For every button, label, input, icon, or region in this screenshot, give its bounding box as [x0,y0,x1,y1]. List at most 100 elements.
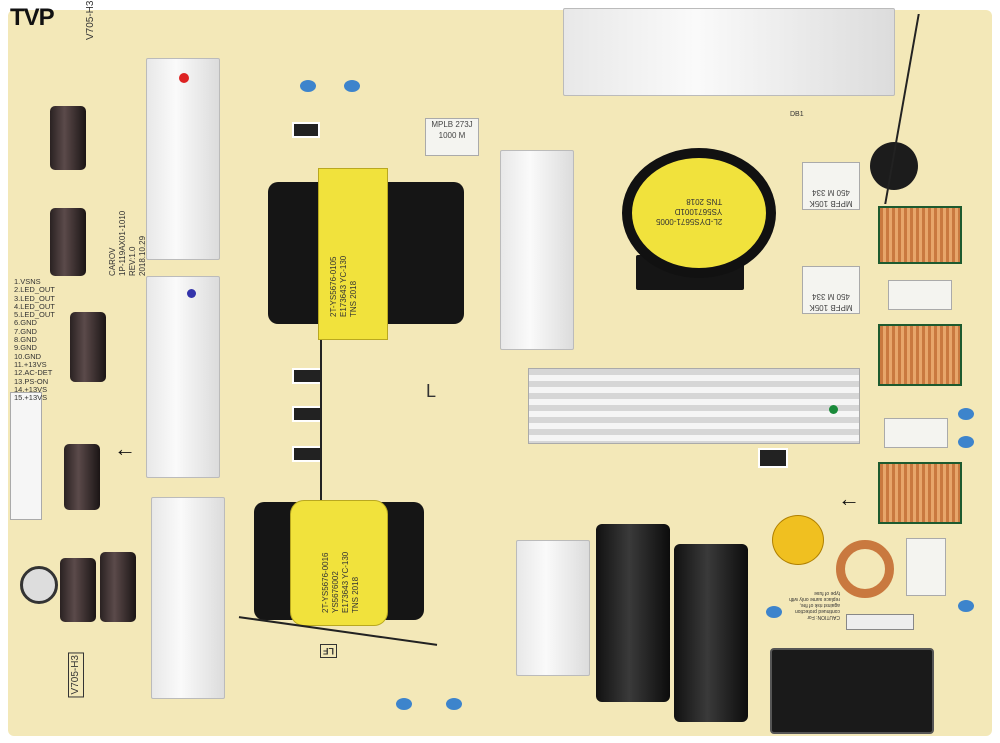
label-line: 2T-YS5676-0016 [321,552,330,614]
electrolytic-capacitor [50,106,86,170]
pin-label: 6.GND [14,318,37,328]
label-line: MPFB 105K [809,199,853,208]
label-line: E173643 YC-130 [339,255,348,317]
ic-chip [758,448,788,468]
blue-dot [187,289,196,298]
pin-label: 15.+13VS [14,393,48,403]
pin-label: 4.LED_OUT [14,301,55,311]
pin-label: 3.LED_OUT [14,293,55,303]
pin-label: 5.LED_OUT [14,310,55,320]
electrolytic-capacitor [64,444,100,510]
heatsink-left-1 [146,58,220,260]
board-model-bottom: V705-H3 [68,652,84,698]
label-line: MPLB 273J [431,120,473,129]
label-line: 450 M 334 [812,188,850,197]
label-line: YS5671001D [674,207,723,216]
label-line: MPFB 105K [809,303,853,312]
y-capacitor [300,80,316,92]
y-capacitor [396,698,412,710]
part-info: CAROV 1P-119AX01-1010 REV:1.0 2018.10.29 [108,211,148,276]
label-line: 2L-DYS5671-0005 [656,217,723,226]
lower-transformer-label: 2T-YS5676-0016 YS5676002 E173643 YC-130 … [321,552,361,613]
label-line: TNS 2018 [351,576,360,613]
label-line: 450 M 334 [812,292,850,301]
pin-label: 9.GND [14,343,37,353]
y-capacitor [958,436,974,448]
heatsink-left-3 [151,497,225,699]
lf-mark: LF [320,644,337,658]
arrow-left-icon: ← [838,486,860,511]
fuse [846,614,914,630]
logo: TVP [10,4,55,31]
label-line: TNS 2018 [686,197,723,206]
heatsink-mid [500,150,574,350]
ic-chip [292,446,322,462]
common-mode-choke [878,206,962,264]
right-transformer-label: 2L-DYS5671-0005 YS5671001D TNS 2018 [656,196,722,226]
film-capacitor-top: MPLB 273J 1000 M [425,118,479,156]
y-capacitor [766,606,782,618]
label-line: TNS 2018 [349,280,358,317]
label-line: 1P-119AX01-1010 [118,210,127,276]
ic-chip [292,368,322,384]
heatsink-lower [516,540,590,676]
pin-label: 13.PS-ON [14,376,49,386]
toroid-inductor [836,540,894,598]
label-line: YS5676002 [331,571,340,613]
pin-label: 10.GND [14,351,42,361]
label-line: REV:1.0 [128,246,137,277]
electrolytic-capacitor [70,312,106,382]
right-transformer: 2L-DYS5671-0005 YS5671001D TNS 2018 [622,148,776,278]
pcb-board: 2T-YS5676-0105 E173643 YC-130 TNS 2018 2… [8,1,992,736]
common-mode-choke [878,462,962,524]
main-transformer-tape: 2T-YS5676-0105 E173643 YC-130 TNS 2018 [318,168,388,340]
green-dot [829,405,838,414]
label-line: E173643 YC-130 [341,551,350,613]
trace-line [320,340,322,500]
bulk-capacitor-2 [674,544,748,722]
pin-label: 2.LED_OUT [14,285,55,295]
pin-label: 11.+13VS [14,359,47,369]
ac-input-connector [770,648,934,734]
connector-pin-labels: 1.VSNS 2.LED_OUT 3.LED_OUT 4.LED_OUT 5.L… [14,277,55,403]
ic-chip [292,122,320,138]
label-line: CAROV [108,247,117,276]
ic-chip [292,406,322,422]
pin-label: 14.+13VS [14,384,48,394]
label-line: 2018.10.29 [138,235,147,276]
board-model: V705-H3 [85,0,96,40]
pin-label: 7.GND [14,326,37,336]
y-capacitor [446,698,462,710]
red-dot [179,73,189,83]
film-capacitor-right-2: MPFB 105K 450 M 334 [802,266,860,314]
pin-label: 12.AC-DET [14,368,53,378]
heatsink-bridge [528,368,860,444]
buzzer [20,566,58,604]
y-capacitor [958,408,974,420]
pin-label: 1.VSNS [14,277,41,286]
pin-label: 8.GND [14,335,37,345]
electrolytic-capacitor [100,552,136,622]
film-capacitor-y [884,418,948,448]
varistor [772,515,824,565]
common-mode-choke [878,324,962,386]
y-capacitor [344,80,360,92]
heatsink-top [563,8,895,96]
db1-label: DB1 [790,111,804,118]
l-mark: L [426,381,437,401]
film-capacitor-z [906,538,946,596]
arrow-left-icon: ← [114,436,136,461]
label-line: 1000 M [438,131,466,140]
electrolytic-capacitor [60,558,96,622]
bulk-capacitor-1 [596,524,670,702]
y-capacitor [958,600,974,612]
film-capacitor-x [888,280,952,310]
film-capacitor-right-1: MPFB 105K 450 M 334 [802,162,860,210]
main-transformer-label: 2T-YS5676-0105 E173643 YC-130 TNS 2018 [329,256,359,317]
electrolytic-capacitor [50,208,86,276]
connector-15pin [10,392,42,520]
caution-label: CAUTION: For continued protection agains… [789,590,840,620]
lower-transformer-tape: 2T-YS5676-0016 YS5676002 E173643 YC-130 … [290,500,388,626]
heatsink-left-2 [146,276,220,478]
label-line: 2T-YS5676-0105 [329,256,338,318]
